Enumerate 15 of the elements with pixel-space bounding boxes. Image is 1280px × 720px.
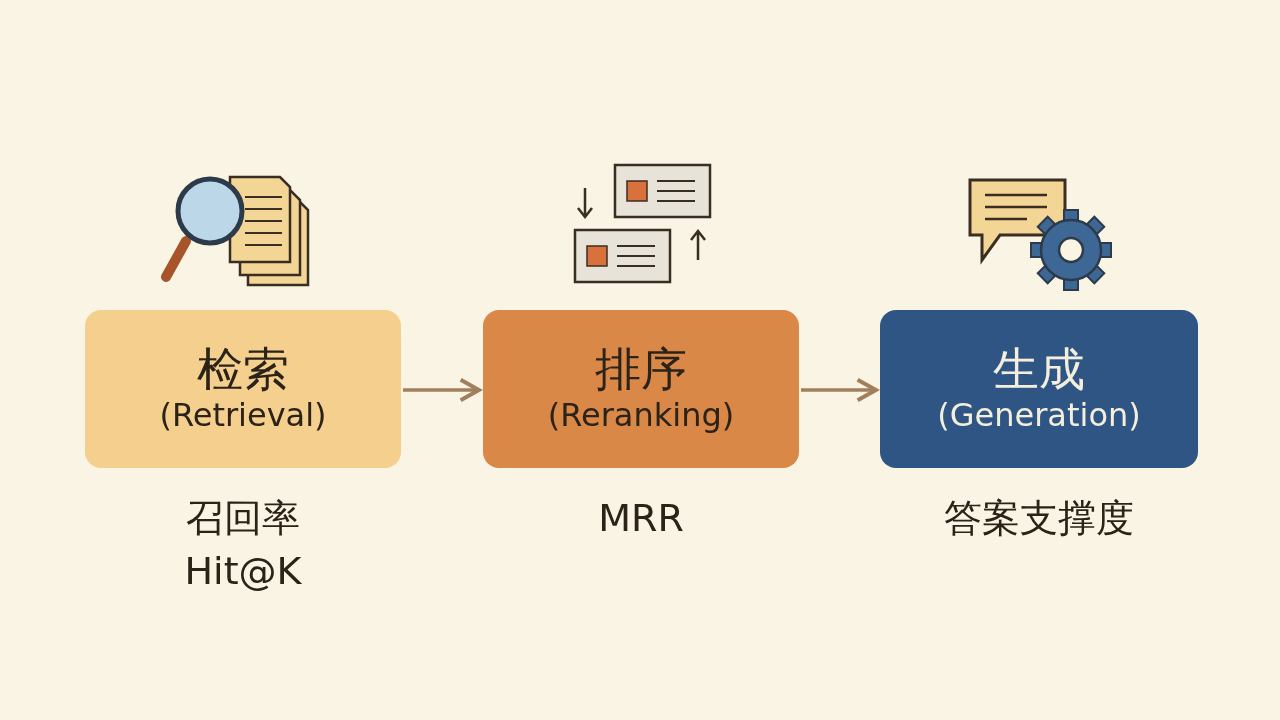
step-title: 排序 — [595, 343, 687, 397]
step-subtitle: (Generation) — [937, 396, 1141, 435]
metric-label: MRR — [598, 495, 684, 542]
step-subtitle: (Retrieval) — [159, 396, 327, 435]
process-box — [880, 310, 1198, 468]
metric-label: 答案支撑度 — [944, 495, 1134, 542]
process-box — [85, 310, 401, 468]
arrow — [801, 377, 879, 403]
metric-label: Hit@K — [184, 548, 302, 596]
step-title: 生成 — [993, 343, 1085, 397]
step-title: 检索 — [197, 343, 289, 397]
process-box — [483, 310, 799, 468]
arrow — [403, 377, 482, 403]
metric-label: 召回率 — [186, 495, 300, 542]
step-subtitle: (Reranking) — [547, 396, 735, 435]
